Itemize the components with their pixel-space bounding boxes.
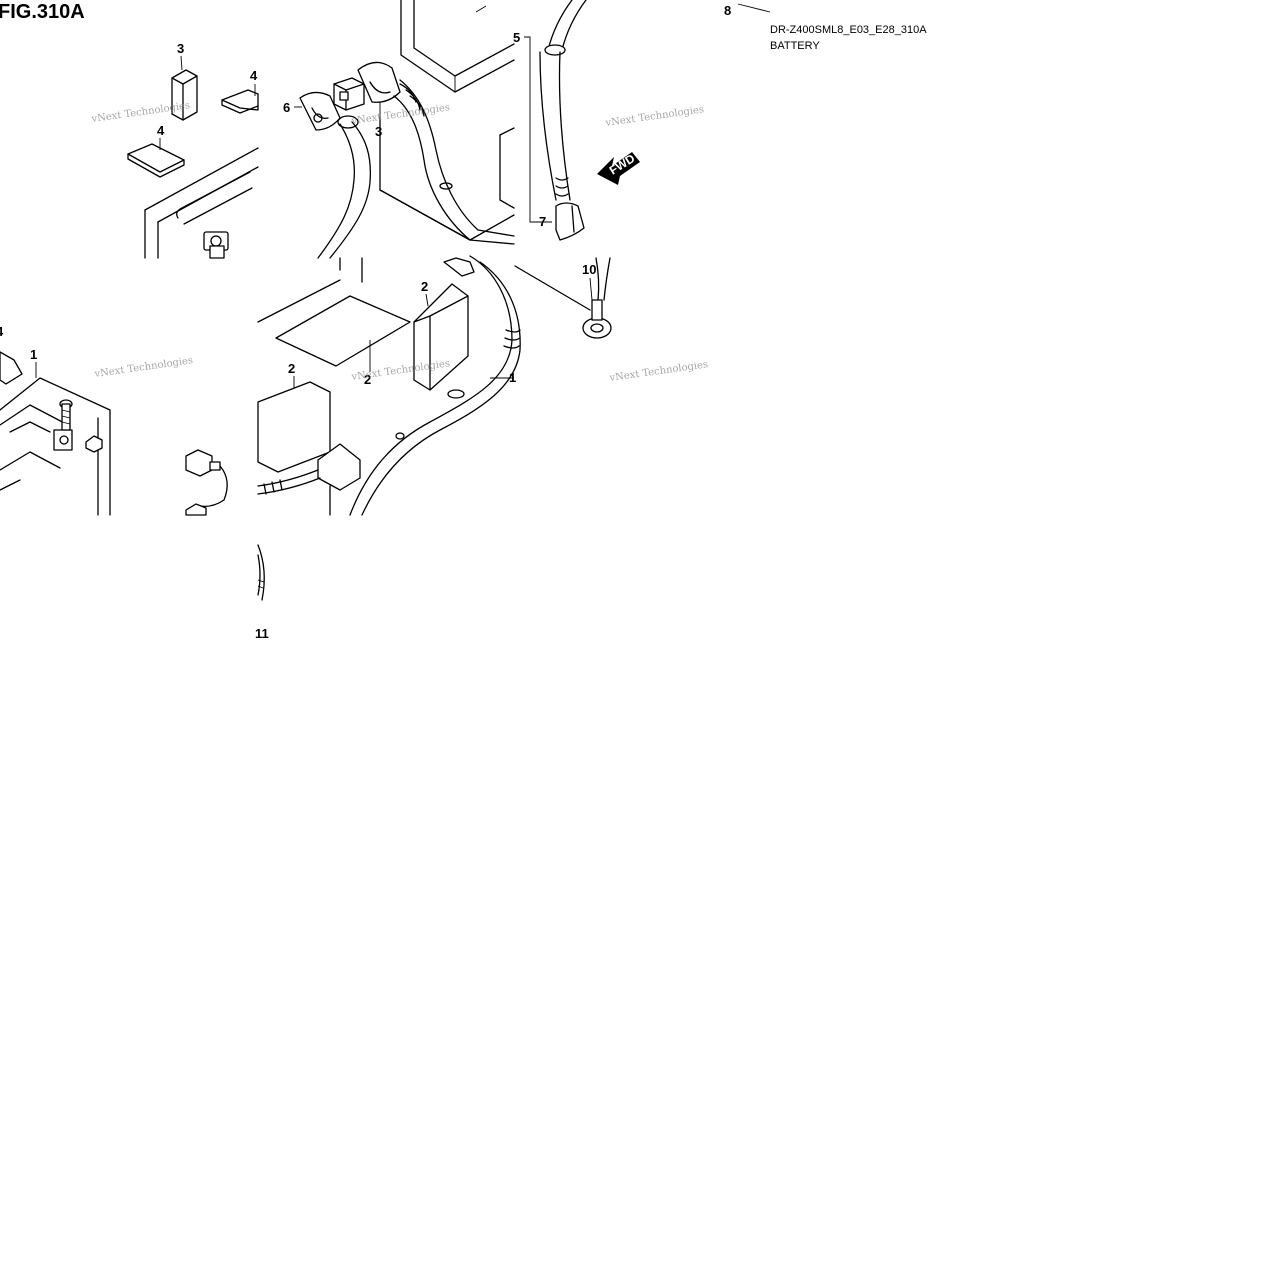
watermark-1: vNext Technologies [90,100,191,125]
part-2-bracket [413,283,469,391]
ring-terminal-10 [582,299,612,339]
terminal-cap-positive [357,61,401,103]
part-4-pad-right [221,89,259,114]
tile-mid-right: 10 [514,257,612,339]
battery-body [400,0,515,209]
terminal-cap-6 [299,91,341,131]
callout-11-edge: 1 [509,370,516,385]
callout-4-right: 4 [250,68,258,83]
part-2-sheet [275,295,411,367]
battery-housing [0,377,111,516]
tile-top-right: 6 3 [283,0,515,259]
wire-harness [349,255,521,516]
part-4-pad [127,143,185,178]
callout-6: 6 [283,100,290,115]
watermark-4: vNext Technologies [93,355,194,380]
tile-bottom-center: 11 [255,544,269,641]
part-3-block [171,69,198,121]
bolt [59,399,73,431]
connector [333,77,365,111]
coupler [257,443,361,516]
callout-10: 10 [582,262,596,277]
section-name: BATTERY [770,40,820,52]
sensor-connector [185,449,228,516]
cable-positive [393,79,515,245]
watermark-3: vNext Technologies [604,104,705,129]
callout-3-cable: 3 [375,124,382,139]
figure-title: FIG.310A [0,1,85,23]
callout-2-bracket: 2 [421,279,428,294]
watermark-6: vNext Technologies [608,359,709,384]
cable-5 [539,0,587,201]
terminal-cap-7 [555,202,585,241]
callout-7: 7 [539,214,546,229]
tile-top-left: 3 4 4 [127,41,259,259]
model-code: DR-Z400SML8_E03_E28_310A [770,24,927,36]
callout-1: 1 [30,347,37,362]
battery-top [144,147,259,259]
watermark-2: vNext Technologies [350,102,451,127]
callout-5: 5 [513,30,520,45]
forward-arrow-icon: FWD [597,151,640,185]
watermarks: vNext Technologies vNext Technologies vN… [90,100,709,384]
callout-3: 3 [177,41,184,56]
callout-8: 8 [724,3,731,18]
callout-2-center: 2 [364,372,371,387]
tile-mid-left: 4 1 [0,324,228,516]
tile-mid-center: 2 2 2 1 [257,255,521,516]
callout-4-left: 4 [0,324,4,339]
clamp [443,257,475,277]
callout-4: 4 [157,123,165,138]
callout-2-left: 2 [288,361,295,376]
callout-11: 11 [255,626,269,641]
cable-negative [317,115,372,259]
